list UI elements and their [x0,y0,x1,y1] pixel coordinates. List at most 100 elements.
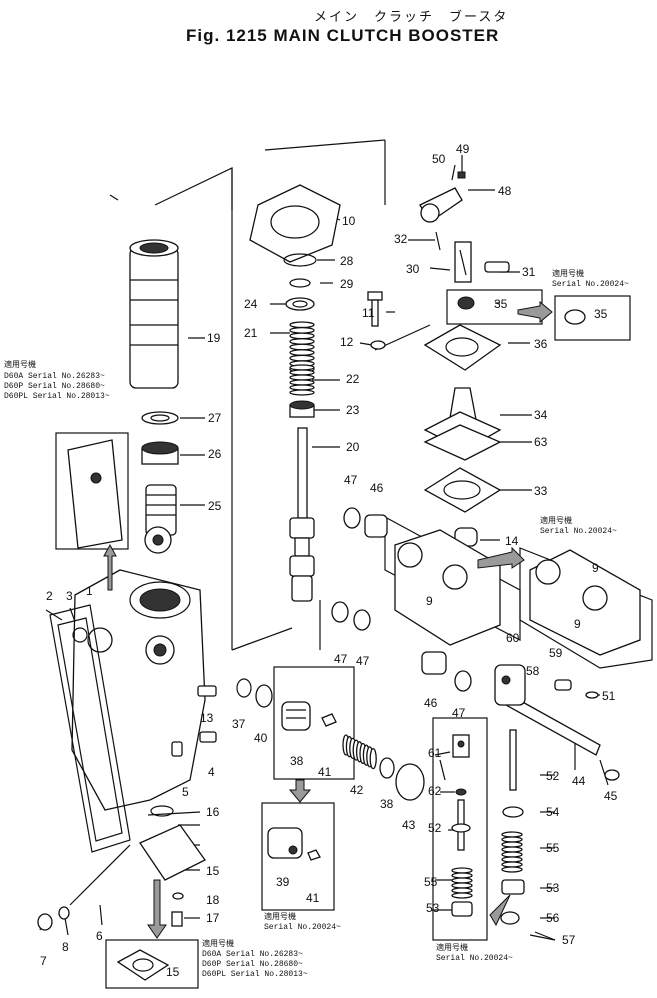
part-25-fitting [144,484,177,554]
part-23-retainer [289,400,315,418]
callout-c2: 2 [46,589,53,603]
callout-c19: 19 [207,331,221,345]
part-27-ring [141,411,179,425]
part-47-seal-4 [454,670,472,692]
part-33-cover [423,467,502,513]
callout-c53b: 53 [426,901,440,915]
serial-note-f-line1: D60A Serial No.26283~ [202,950,303,959]
callout-c16: 16 [206,805,220,819]
part-45-screw [604,769,620,781]
callout-c31: 31 [522,265,536,279]
figure-title-japanese: メイン クラッチ ブースタ [314,9,509,24]
callout-c44: 44 [572,774,586,788]
part-58-lever [494,664,526,706]
callout-c3: 3 [66,589,73,603]
part-20-piston-rod [289,427,315,602]
callout-c47c: 47 [356,654,370,668]
callout-c41a: 41 [318,765,332,779]
part-40-seal [255,684,273,708]
callout-c20: 20 [346,440,360,454]
callout-c58: 58 [526,664,540,678]
callout-c15b: 15 [166,965,180,979]
part-57-pin [534,931,556,941]
part-41-screw [321,713,337,727]
callout-c18: 18 [206,893,220,907]
callout-c7: 7 [40,954,47,968]
callout-c56: 56 [546,911,560,925]
part-53-retainer [501,879,525,895]
callout-c35b: 35 [594,307,608,321]
part-35-cap-new [564,309,586,325]
part-59-pin [554,679,572,691]
part-1-body-detail [67,439,123,549]
part-54-washer [502,806,524,818]
part-12-washer [370,340,386,350]
part-39-plug-new [267,827,303,859]
callout-c41b: 41 [306,891,320,905]
callout-c63: 63 [534,435,548,449]
callout-c14: 14 [505,534,519,548]
callout-c28: 28 [340,254,354,268]
callout-c48: 48 [498,184,512,198]
callout-c26: 26 [208,447,222,461]
part-24-seal [285,297,315,311]
part-35-cap [457,296,475,310]
part-9-housing [394,529,501,646]
callout-c43: 43 [402,818,416,832]
part-15-cover-new [116,949,170,981]
callout-c62: 62 [428,784,442,798]
serial-note-d: 適用号機 Serial No.20024~ [264,911,341,932]
callout-c17: 17 [206,911,220,925]
callout-c55a: 55 [546,841,560,855]
serial-note-e-heading: 適用号機 [436,942,468,953]
callout-c33: 33 [534,484,548,498]
callout-c51: 51 [602,689,616,703]
part-55-spring [501,831,523,873]
part-42-spring [342,734,377,770]
part-11-bolt [367,291,383,327]
serial-note-a-heading: 適用号機 [4,359,36,370]
part-30-bracket [454,241,472,283]
part-41-screw-new [307,849,321,861]
callout-c11: 11 [362,306,375,320]
part-38-plug [281,701,311,731]
callout-c45: 45 [604,789,618,803]
part-38-seal [379,757,395,779]
part-5-plug [171,741,183,757]
callout-c47b: 47 [334,652,348,666]
callout-c52b: 52 [428,821,442,835]
part-51-pin [585,691,599,699]
part-61-fork [452,734,470,758]
callout-c5: 5 [182,785,189,799]
callout-c22: 22 [346,372,360,386]
serial-note-a: 適用号機 D60A Serial No.26283~ D60P Serial N… [4,359,110,401]
callout-c46a: 46 [370,481,384,495]
part-6-bolt [69,844,131,906]
part-46-bushing-2 [421,651,447,675]
flow-arrows [103,300,553,939]
part-52-rod-new [451,799,471,851]
callout-c60: 60 [506,631,520,645]
callout-c53a: 53 [546,881,560,895]
part-32-pin [435,231,441,251]
serial-note-c: 適用号機 Serial No.20024~ [540,515,617,536]
callout-c24: 24 [244,297,258,311]
serial-note-a-line2: D60P Serial No.28680~ [4,382,105,391]
part-19-cylinder-sleeve [129,239,179,389]
callout-c57: 57 [562,933,576,947]
serial-note-f-line2: D60P Serial No.28680~ [202,960,303,969]
part-31-pin [484,261,510,273]
part-55-spring-new [451,867,473,899]
leader-lines [39,139,609,941]
callout-c15a: 15 [206,864,220,878]
detail-frames [55,289,653,989]
serial-note-e-text: Serial No.20024~ [436,954,513,963]
serial-note-f: 適用号機 D60A Serial No.26283~ D60P Serial N… [202,938,308,979]
callout-c34: 34 [534,408,548,422]
callout-c54: 54 [546,805,560,819]
part-43-cap [395,763,425,801]
serial-note-a-line3: D60PL Serial No.28013~ [4,392,110,401]
callout-c30: 30 [406,262,420,276]
